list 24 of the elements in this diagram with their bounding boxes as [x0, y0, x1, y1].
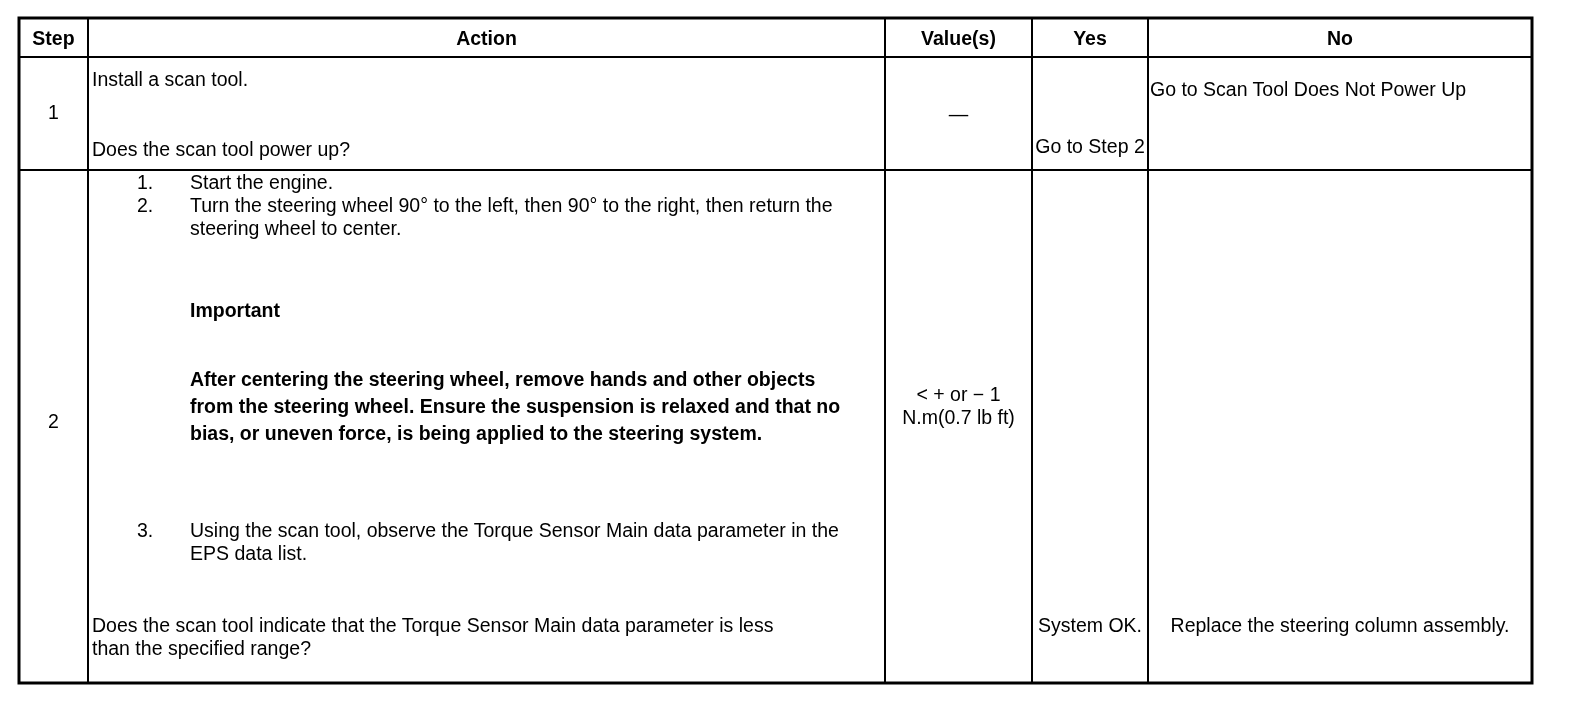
action-text: Install a scan tool.	[92, 68, 249, 91]
question-text: Does the scan tool power up?	[92, 138, 350, 161]
step-number: 2	[47, 410, 60, 433]
step-number: 1	[47, 101, 60, 124]
no-result: Go to Scan Tool Does Not Power Up	[1150, 78, 1468, 101]
action-text: Using the scan tool, observe the Torque Sensor Main data parameter in the EPS data list.	[190, 519, 840, 565]
column-header: Action	[455, 27, 518, 50]
column-header: No	[1326, 27, 1354, 50]
action-text: Turn the steering wheel 90° to the left, then 90° to the right, then return the steering wheel to center.	[190, 194, 834, 240]
yes-result: System OK.	[1037, 614, 1143, 637]
action-text: Start the engine.	[190, 171, 334, 194]
yes-result: Go to Step 2	[1034, 135, 1146, 158]
list-number: 3.	[137, 519, 154, 542]
column-header: Step	[31, 27, 76, 50]
no-result: Replace the steering column assembly.	[1169, 614, 1511, 637]
value-text: —	[947, 103, 970, 126]
list-number: 2.	[137, 194, 154, 217]
question-text: Does the scan tool indicate that the Torque Sensor Main data parameter is less than the specified range?	[92, 614, 775, 660]
column-header: Value(s)	[920, 27, 997, 50]
list-number: 1.	[137, 171, 154, 194]
important-heading: Important	[190, 299, 280, 322]
important-note: After centering the steering wheel, remove hands and other objects from the steering wheel. Ensure the suspension is relaxed and that no bias, or uneven force, is being applied to the steering system.	[190, 367, 842, 446]
value-text: < + or − 1 N.m(0.7 lb ft)	[901, 383, 1016, 429]
column-header: Yes	[1072, 27, 1108, 50]
